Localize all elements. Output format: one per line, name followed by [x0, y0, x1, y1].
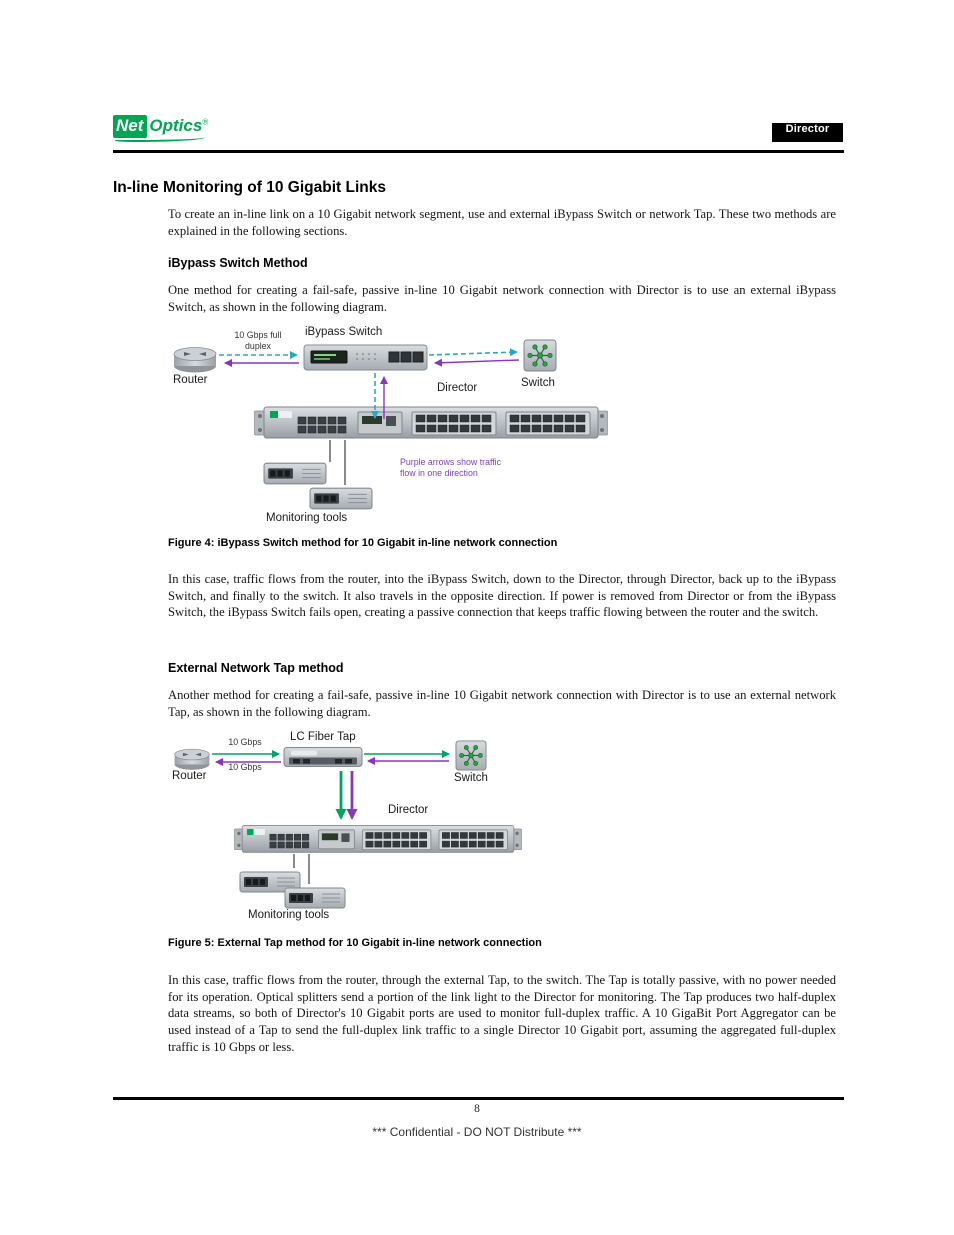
figure4-diagram: 10 Gbps full duplex iBypass Switch Route…	[113, 322, 844, 534]
logo-swoosh	[115, 136, 205, 142]
registered-trademark-icon: ®	[202, 117, 209, 127]
fig5-speed-top-label: 10 Gbps	[228, 737, 262, 747]
fig5-speed-bottom-label: 10 Gbps	[228, 762, 262, 772]
fig5-switch-label: Switch	[454, 772, 488, 784]
fig4-speed-label: 10 Gbps full duplex	[234, 330, 282, 351]
fig4-purple-note: Purple arrows show traffic flow in one d…	[400, 457, 502, 479]
figure5-caption: Figure 5: External Tap method for 10 Gig…	[168, 937, 542, 949]
fiber-tap-icon	[283, 747, 363, 767]
switch-icon	[455, 740, 487, 771]
page-number: 8	[474, 1103, 480, 1115]
fig5-router-label: Router	[172, 770, 207, 782]
fig5-director-label: Director	[388, 804, 429, 816]
director-appliance-icon	[254, 406, 608, 439]
fig5-monitoring-label: Monitoring tools	[248, 909, 330, 921]
logo-net-mark: Net	[113, 115, 148, 138]
monitoring-tool-icon	[309, 487, 373, 510]
figure4-caption: Figure 4: iBypass Switch method for 10 G…	[168, 537, 558, 549]
switch-icon	[523, 339, 557, 372]
fig4-ibypass-label: iBypass Switch	[305, 326, 383, 338]
director-product-badge: Director	[772, 123, 843, 142]
tap-method-heading: External Network Tap method	[168, 661, 344, 675]
router-icon	[173, 347, 217, 373]
router-icon	[174, 748, 210, 770]
fig4-director-label: Director	[437, 382, 478, 394]
header-rule	[113, 150, 844, 153]
logo-optics-mark: Optics	[149, 116, 203, 135]
fig4-switch-label: Switch	[521, 377, 555, 389]
tap-explanation-paragraph: In this case, traffic flows from the rou…	[168, 973, 836, 1054]
ibypass-explanation-paragraph: In this case, traffic flows from the rou…	[168, 572, 836, 620]
fig4-monitoring-label: Monitoring tools	[266, 512, 348, 524]
confidential-notice: *** Confidential - DO NOT Distribute ***	[372, 1125, 582, 1139]
monitoring-tool-icon	[284, 887, 346, 909]
ibypass-method-paragraph: One method for creating a fail-safe, pas…	[168, 283, 836, 314]
monitoring-tool-icon	[239, 871, 301, 893]
footer-rule	[113, 1097, 844, 1100]
fig5-tap-label: LC Fiber Tap	[290, 731, 356, 743]
page-title: In-line Monitoring of 10 Gigabit Links	[113, 179, 386, 196]
monitoring-tool-icon	[263, 462, 327, 485]
ibypass-method-heading: iBypass Switch Method	[168, 256, 308, 270]
fig4-router-label: Router	[173, 374, 208, 386]
ibypass-switch-icon	[303, 344, 428, 371]
figure5-diagram: LC Fiber Tap 10 Gbps 10 Gbps Router Swit…	[113, 728, 844, 933]
tap-method-paragraph: Another method for creating a fail-safe,…	[168, 688, 836, 719]
director-appliance-icon	[234, 825, 522, 853]
intro-paragraph: To create an in-line link on a 10 Gigabi…	[168, 207, 836, 238]
